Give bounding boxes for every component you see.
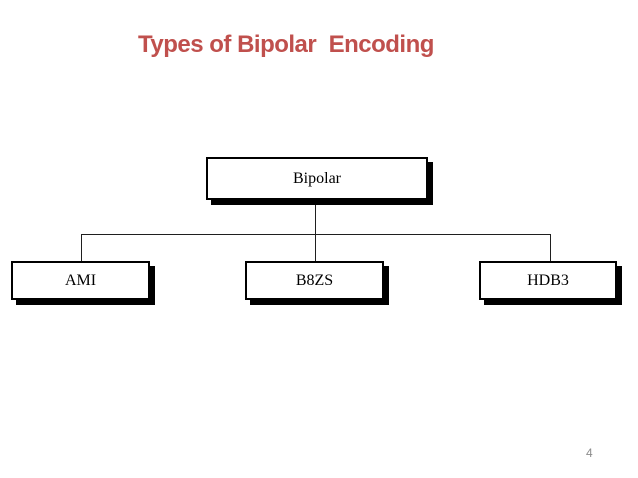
node-b8zs: B8ZS bbox=[245, 261, 384, 300]
connector-root-to-middle-line bbox=[315, 200, 316, 261]
node-ami-label: AMI bbox=[64, 271, 97, 289]
node-hdb3: HDB3 bbox=[479, 261, 617, 300]
page-number: 4 bbox=[586, 446, 593, 460]
connector-left-drop-line bbox=[81, 234, 82, 261]
node-bipolar-label: Bipolar bbox=[293, 169, 341, 187]
node-ami: AMI bbox=[11, 261, 150, 300]
connector-right-drop-line bbox=[550, 234, 551, 261]
connector-horizontal-line bbox=[81, 234, 551, 235]
node-bipolar: Bipolar bbox=[206, 157, 428, 200]
slide-title: Types of Bipolar Encoding bbox=[138, 31, 434, 58]
node-b8zs-label: B8ZS bbox=[295, 271, 334, 289]
node-hdb3-label: HDB3 bbox=[527, 271, 569, 289]
